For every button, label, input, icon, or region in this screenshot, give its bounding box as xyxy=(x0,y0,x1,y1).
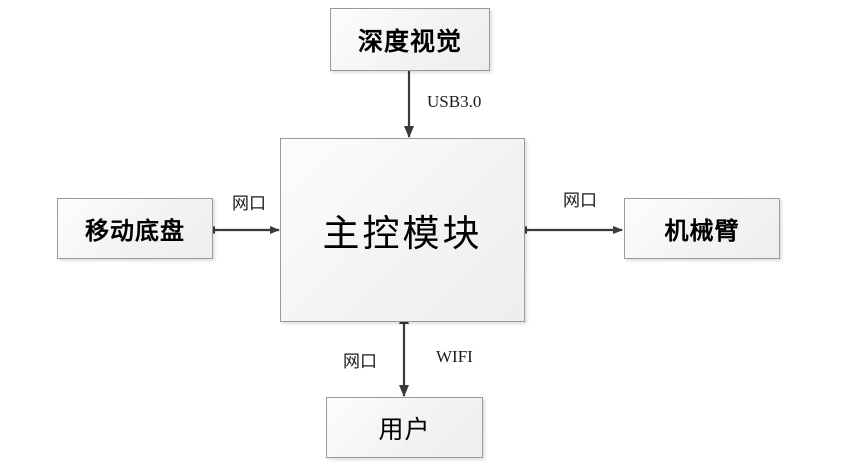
node-mobile-chassis-label: 移动底盘 xyxy=(85,219,185,245)
node-user-label: 用户 xyxy=(378,416,431,444)
edge-label-network-port-bottom: 网口 xyxy=(343,352,377,371)
edge-label-network-port-left: 网口 xyxy=(232,194,266,213)
node-robot-arm[interactable]: 机械臂 xyxy=(624,198,780,259)
node-robot-arm-label: 机械臂 xyxy=(664,219,740,245)
node-main-control-module-label: 主控模块 xyxy=(322,214,483,255)
edge-label-network-port-right: 网口 xyxy=(563,191,597,210)
node-depth-vision[interactable]: 深度视觉 xyxy=(330,8,490,71)
node-user[interactable]: 用户 xyxy=(326,397,483,458)
edge-label-usb3: USB3.0 xyxy=(427,92,482,111)
node-depth-vision-label: 深度视觉 xyxy=(357,28,462,56)
edge-label-wifi: WIFI xyxy=(436,347,473,366)
node-main-control-module[interactable]: 主控模块 xyxy=(280,138,525,322)
node-mobile-chassis[interactable]: 移动底盘 xyxy=(57,198,213,259)
